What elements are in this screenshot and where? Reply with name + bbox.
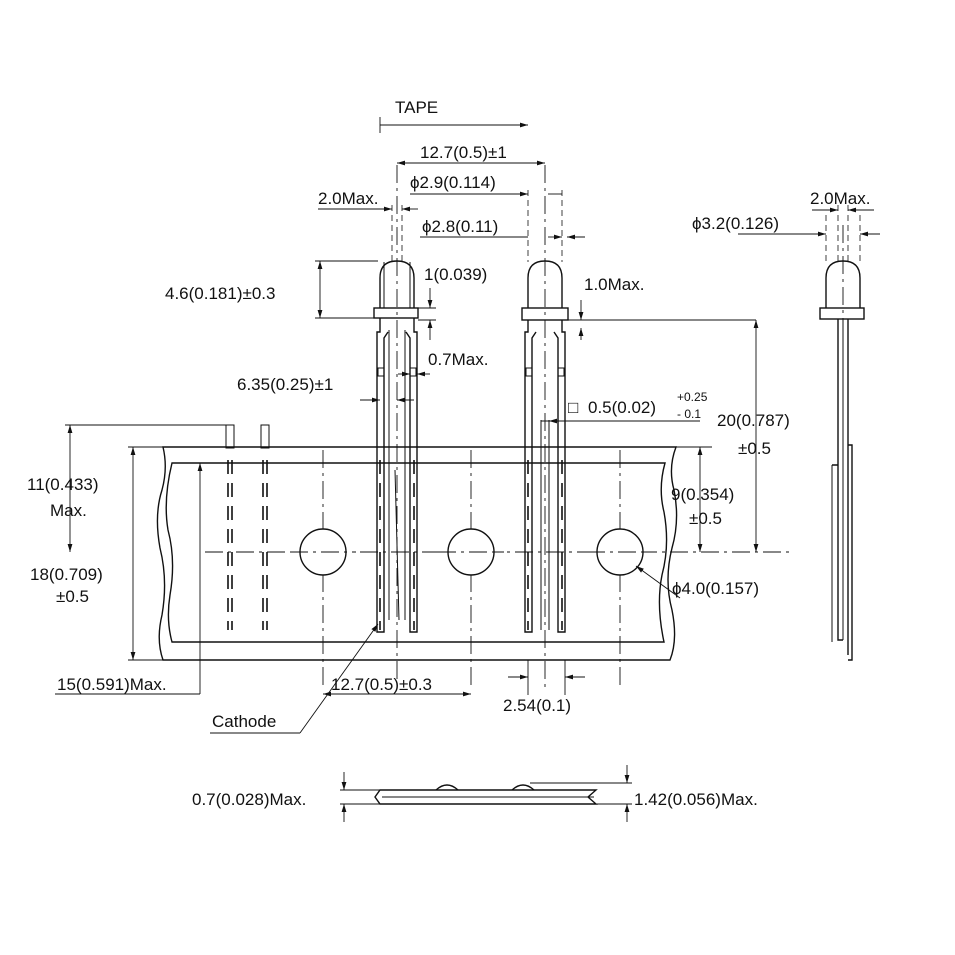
label-height-4-6: 4.6(0.181)±0.3 xyxy=(165,284,275,303)
label-phi-2-8: ϕ2.8(0.11) xyxy=(422,217,498,236)
led-side-view xyxy=(819,225,865,661)
label-pitch-6-35: 6.35(0.25)±1 xyxy=(237,375,333,394)
label-square-symbol: □ xyxy=(568,398,578,417)
label-height-9-tol: ±0.5 xyxy=(689,509,722,528)
label-max-0-7: 0.7Max. xyxy=(428,350,488,369)
pitch-centerlines xyxy=(322,165,621,690)
label-max-2-0-left: 2.0Max. xyxy=(318,189,378,208)
label-phi-3-2: ϕ3.2(0.126) xyxy=(692,214,779,233)
sprocket-holes xyxy=(290,528,653,576)
label-pitch-bottom: 12.7(0.5)±0.3 xyxy=(331,675,432,694)
cut-leads xyxy=(225,424,270,630)
label-pitch-top: 12.7(0.5)±1 xyxy=(420,143,507,162)
led-component-left xyxy=(373,260,419,633)
label-max-1-0: 1.0Max. xyxy=(584,275,644,294)
label-thickness-0-7: 0.7(0.028)Max. xyxy=(192,790,306,809)
dimension-labels: TAPE 12.7(0.5)±1 ϕ2.9(0.114) 2.0Max. ϕ2.… xyxy=(27,98,870,809)
led-component-right xyxy=(521,260,569,633)
label-height-18-tol: ±0.5 xyxy=(56,587,89,606)
label-square-0-5: 0.5(0.02) xyxy=(588,398,656,417)
label-lead-space: 2.54(0.1) xyxy=(503,696,571,715)
label-height-20-tol: ±0.5 xyxy=(738,439,771,458)
label-tol-minus: - 0.1 xyxy=(677,407,701,421)
label-height-9: 9(0.354) xyxy=(671,485,734,504)
tape-thickness-view xyxy=(374,784,598,805)
label-max-2-0-right: 2.0Max. xyxy=(810,189,870,208)
label-height-11: 11(0.433) xyxy=(27,475,99,494)
label-phi-4-0: ϕ4.0(0.157) xyxy=(672,579,759,598)
label-phi-2-9: ϕ2.9(0.114) xyxy=(410,173,496,192)
label-height-15: 15(0.591)Max. xyxy=(57,675,167,694)
label-height-18: 18(0.709) xyxy=(30,565,103,584)
label-1-0-039: 1(0.039) xyxy=(424,265,487,284)
label-height-11-max: Max. xyxy=(50,501,87,520)
label-tape: TAPE xyxy=(395,98,438,117)
label-tol-plus: +0.25 xyxy=(677,390,708,404)
label-cathode: Cathode xyxy=(212,712,276,731)
dimension-lines xyxy=(55,117,880,822)
label-thickness-1-42: 1.42(0.056)Max. xyxy=(634,790,758,809)
label-height-20: 20(0.787) xyxy=(717,411,790,430)
tape-body xyxy=(156,446,678,661)
